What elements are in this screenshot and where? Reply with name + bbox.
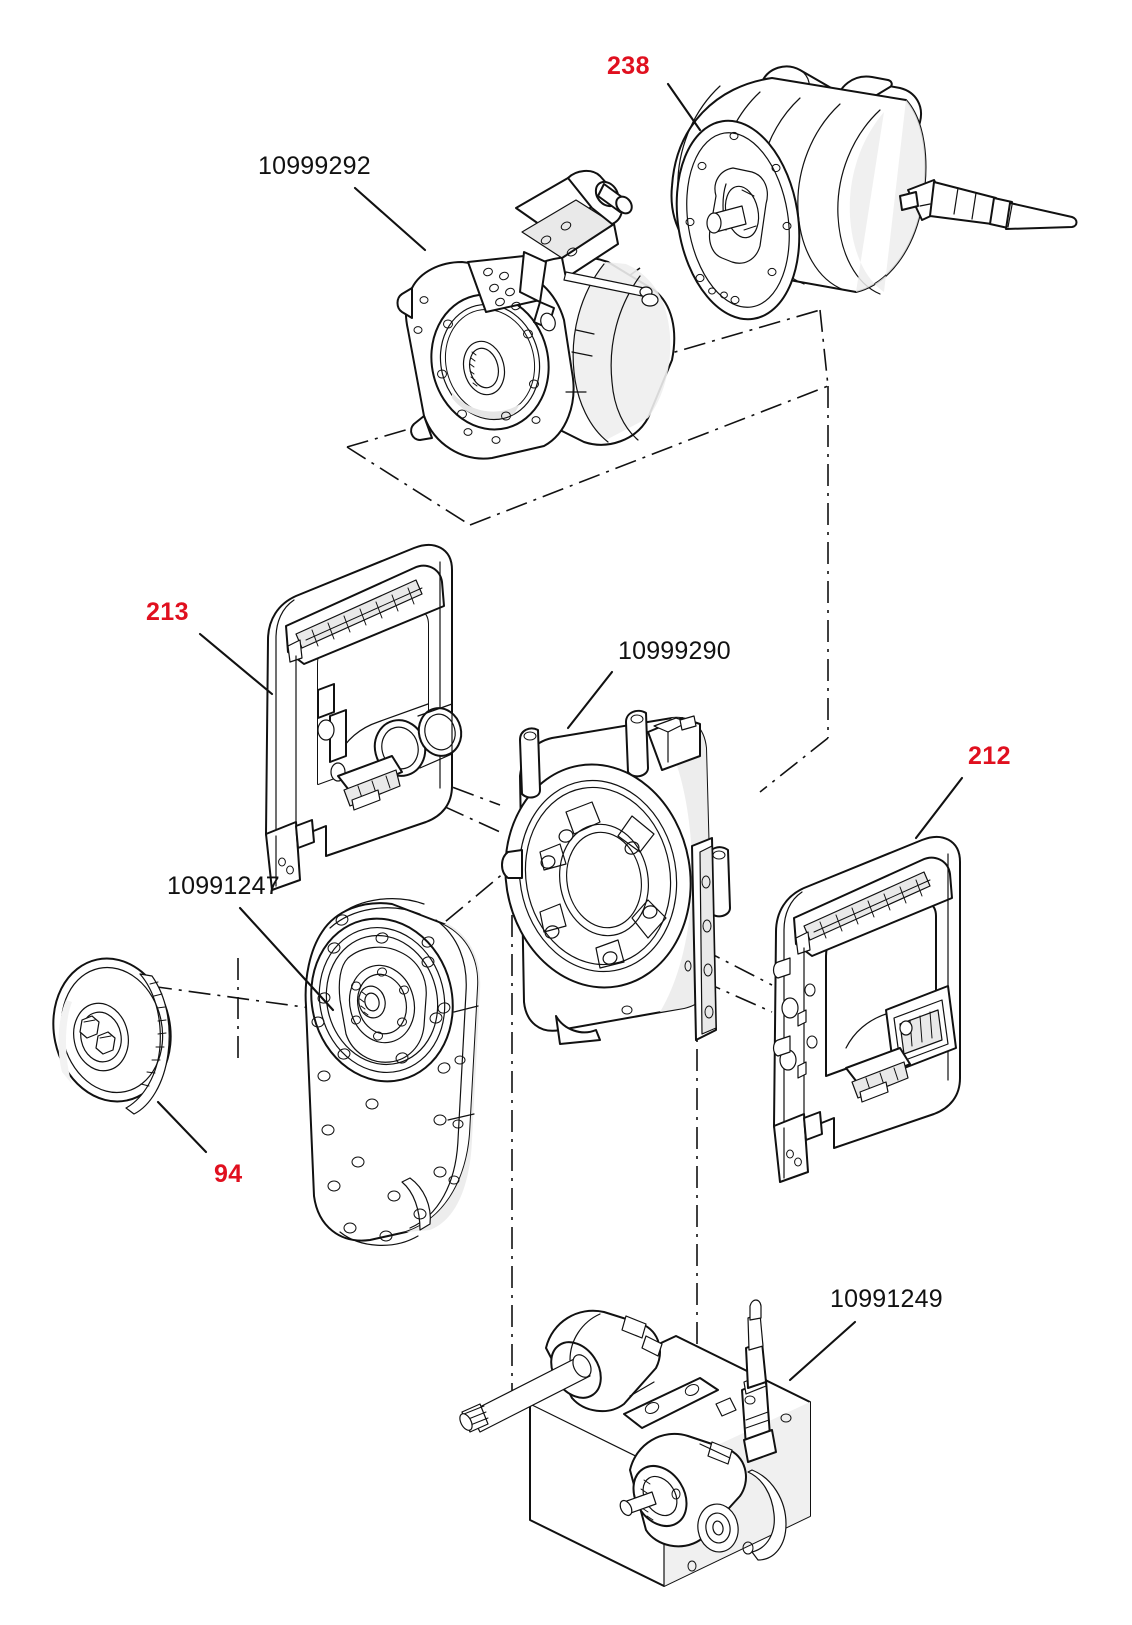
callout-leader-lines xyxy=(156,82,964,1382)
part-hydraulic-pump-unit xyxy=(396,170,676,460)
leader-10991249 xyxy=(788,1320,857,1382)
callout-10991249: 10991249 xyxy=(830,1285,943,1313)
leader-10999292 xyxy=(353,186,427,252)
callout-238: 238 xyxy=(607,52,650,80)
callout-10999290: 10999290 xyxy=(618,637,731,665)
callout-10999292: 10999292 xyxy=(258,152,371,180)
callout-94: 94 xyxy=(214,1160,243,1188)
leader-10999290 xyxy=(566,670,614,730)
callout-212: 212 xyxy=(968,742,1011,770)
leader-10991247 xyxy=(238,906,335,1012)
leader-94 xyxy=(156,1100,208,1154)
callout-213: 213 xyxy=(146,598,189,626)
callout-10991247: 10991247 xyxy=(167,872,280,900)
part-electric-drive-motor xyxy=(670,65,1078,321)
leader-212 xyxy=(914,776,964,840)
part-auxiliary-pump-assembly xyxy=(459,1299,811,1587)
part-transmission-gearbox xyxy=(304,898,481,1246)
leader-213 xyxy=(198,632,274,696)
part-left-mounting-bracket xyxy=(265,543,463,891)
pump-flange-bolt-holes xyxy=(413,296,541,444)
part-flywheel-damper xyxy=(52,957,172,1115)
part-bell-housing-adapter xyxy=(501,709,731,1045)
motor-flange-bolt-holes xyxy=(685,131,792,305)
leader-238 xyxy=(666,82,702,132)
part-right-mounting-bracket xyxy=(772,835,961,1183)
